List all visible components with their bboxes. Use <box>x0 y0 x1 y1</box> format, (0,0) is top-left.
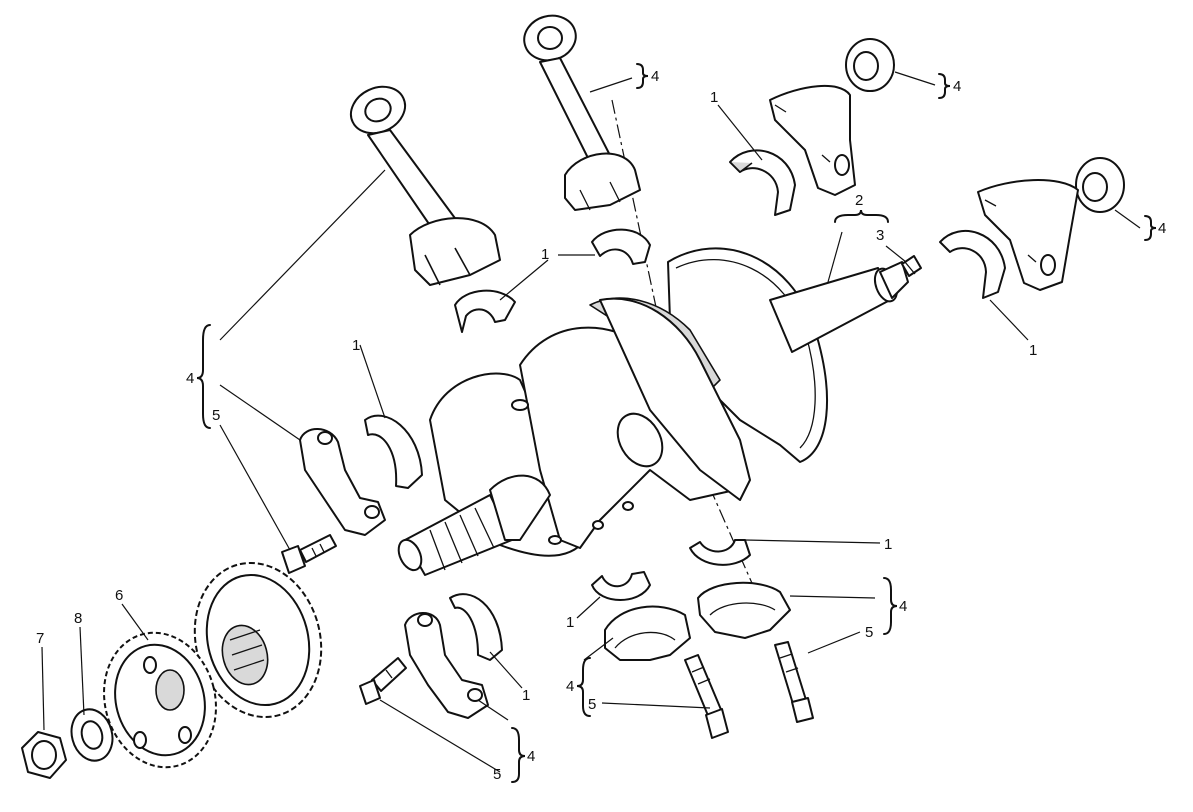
callout-1-lower-mid-shell: 1 <box>566 614 574 631</box>
callout-1-top-right-shell: 1 <box>710 89 718 106</box>
callout-4-bottom-group: 4 <box>527 748 535 765</box>
callout-2-crankshaft: 2 <box>855 192 863 209</box>
timing-gear <box>193 561 323 719</box>
callout-1-lower-right-shell: 1 <box>884 536 892 553</box>
callout-8-washer: 8 <box>74 610 82 627</box>
callout-4-right-conrod: 4 <box>1158 220 1166 237</box>
plug <box>901 255 922 277</box>
conrod-cap-left <box>299 428 386 536</box>
conrod-cap-lower-right <box>697 581 791 639</box>
callout-4-lower-right-group: 4 <box>899 598 907 615</box>
bolt-lower-right <box>774 641 814 723</box>
connecting-rod-right <box>977 157 1125 291</box>
callout-5-lower-right-group: 5 <box>865 624 873 641</box>
callout-5-left-group: 5 <box>212 407 220 424</box>
washer <box>70 708 114 762</box>
sprocket <box>103 631 217 769</box>
callout-6-sprocket: 6 <box>115 587 123 604</box>
callout-1-upper-shell: 1 <box>541 246 549 263</box>
bearing-shell-upper-center <box>591 228 651 265</box>
bearing-shell-lower-center <box>591 571 651 601</box>
callout-4-left-group: 4 <box>186 370 194 387</box>
connecting-rod-upper-center <box>523 14 641 211</box>
callout-5-lower-mid-group: 5 <box>588 696 596 713</box>
bearing-shell-top-right <box>729 149 796 216</box>
callout-1-right-shell: 1 <box>1029 342 1037 359</box>
callout-1-mid-left-shell: 1 <box>352 337 360 354</box>
bearing-shell-lower-right <box>689 539 751 566</box>
bearing-shell-lower-left <box>449 593 503 661</box>
bolt-left <box>281 534 337 574</box>
callout-5-bottom-group: 5 <box>493 766 501 783</box>
bearing-shell-mid-left <box>364 414 423 489</box>
nut <box>21 731 67 779</box>
conrod-cap-lower-center <box>604 605 691 661</box>
bearing-shell-right <box>939 230 1006 299</box>
conrod-cap-lower-mid <box>404 612 489 719</box>
bolt-lower-mid <box>359 657 407 705</box>
callout-3-plug: 3 <box>876 227 884 244</box>
leader-lines <box>41 71 1141 773</box>
callout-1-lower-left-shell: 1 <box>522 687 530 704</box>
connecting-rod-top-right <box>769 38 895 196</box>
bearing-shell-upper-left <box>454 289 516 333</box>
connecting-rod-upper-left <box>349 85 501 286</box>
bolt-lower-center <box>684 654 729 739</box>
braces <box>196 63 1157 783</box>
crankshaft <box>397 247 909 576</box>
callout-4-top-right-conrod: 4 <box>953 78 961 95</box>
callout-7-nut: 7 <box>36 630 44 647</box>
callout-4-top-conrod: 4 <box>651 68 659 85</box>
callout-4-lower-mid-group: 4 <box>566 678 574 695</box>
